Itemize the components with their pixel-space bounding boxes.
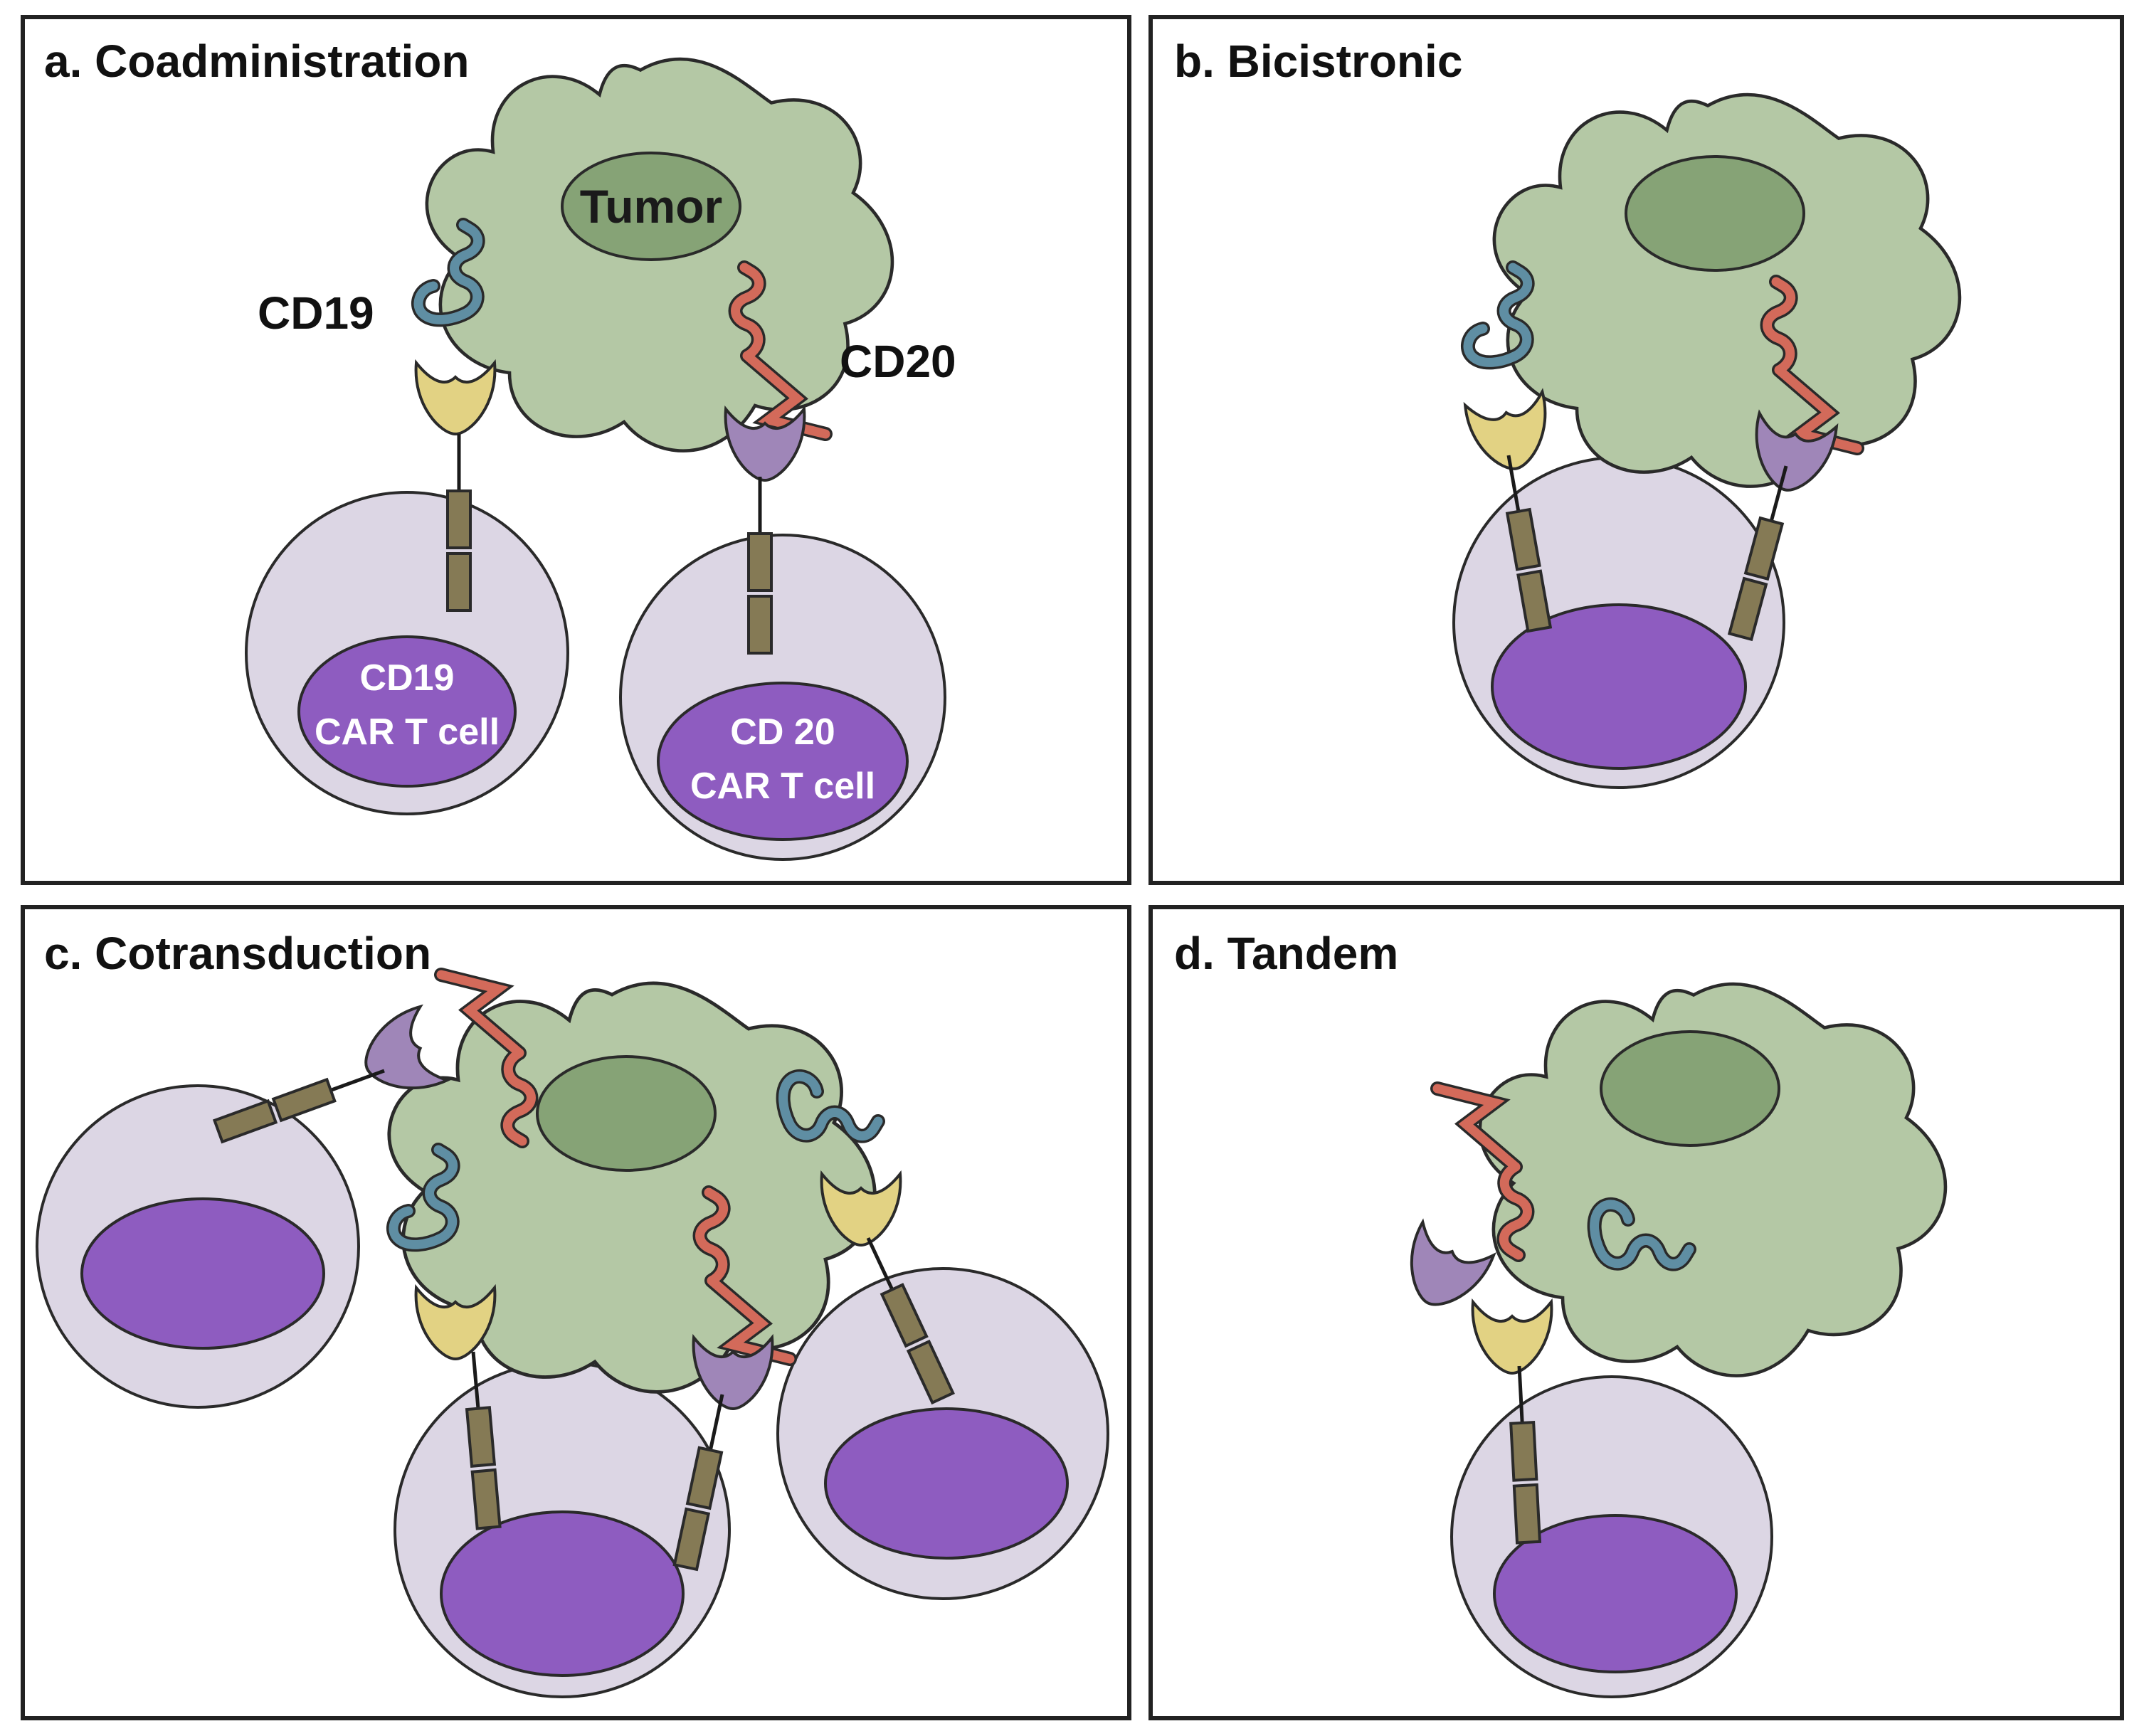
cd20-cart-label-line1: CD 20 — [730, 711, 835, 753]
cd19-cart-label-line1: CD19 — [360, 657, 455, 699]
tcell-b-nucleus — [1491, 603, 1747, 770]
panel-a: a. Coadministration CD19 CD20 Tumor CD19… — [21, 15, 1131, 885]
panel-d-title: d. Tandem — [1174, 928, 1398, 979]
tcell-d-nucleus — [1493, 1514, 1738, 1673]
tumor-a-nucleus — [561, 152, 741, 261]
panel-a-title: a. Coadministration — [44, 36, 469, 87]
tumor-b-nucleus — [1625, 155, 1805, 272]
tcell-c-center-nucleus — [440, 1510, 685, 1677]
cd19-cart-label-line2: CAR T cell — [315, 711, 500, 753]
tcell-c-left-nucleus — [80, 1197, 325, 1350]
panel-c-title: c. Cotransduction — [44, 928, 431, 979]
cd19-label: CD19 — [258, 287, 374, 339]
panel-d: d. Tandem — [1148, 905, 2124, 1720]
panel-b-title: b. Bicistronic — [1174, 36, 1462, 87]
tumor-c-nucleus — [536, 1055, 717, 1172]
panel-b: b. Bicistronic — [1148, 15, 2124, 885]
tumor-label: Tumor — [580, 180, 722, 233]
cd20-cart-label-line2: CAR T cell — [690, 766, 875, 807]
tcell-a-right-nucleus — [657, 682, 909, 841]
cd20-label: CD20 — [840, 336, 956, 387]
tumor-d-nucleus — [1600, 1030, 1780, 1147]
tcell-a-left-nucleus — [297, 635, 517, 788]
panel-c: c. Cotransduction — [21, 905, 1131, 1720]
tcell-c-right-nucleus — [824, 1407, 1069, 1560]
